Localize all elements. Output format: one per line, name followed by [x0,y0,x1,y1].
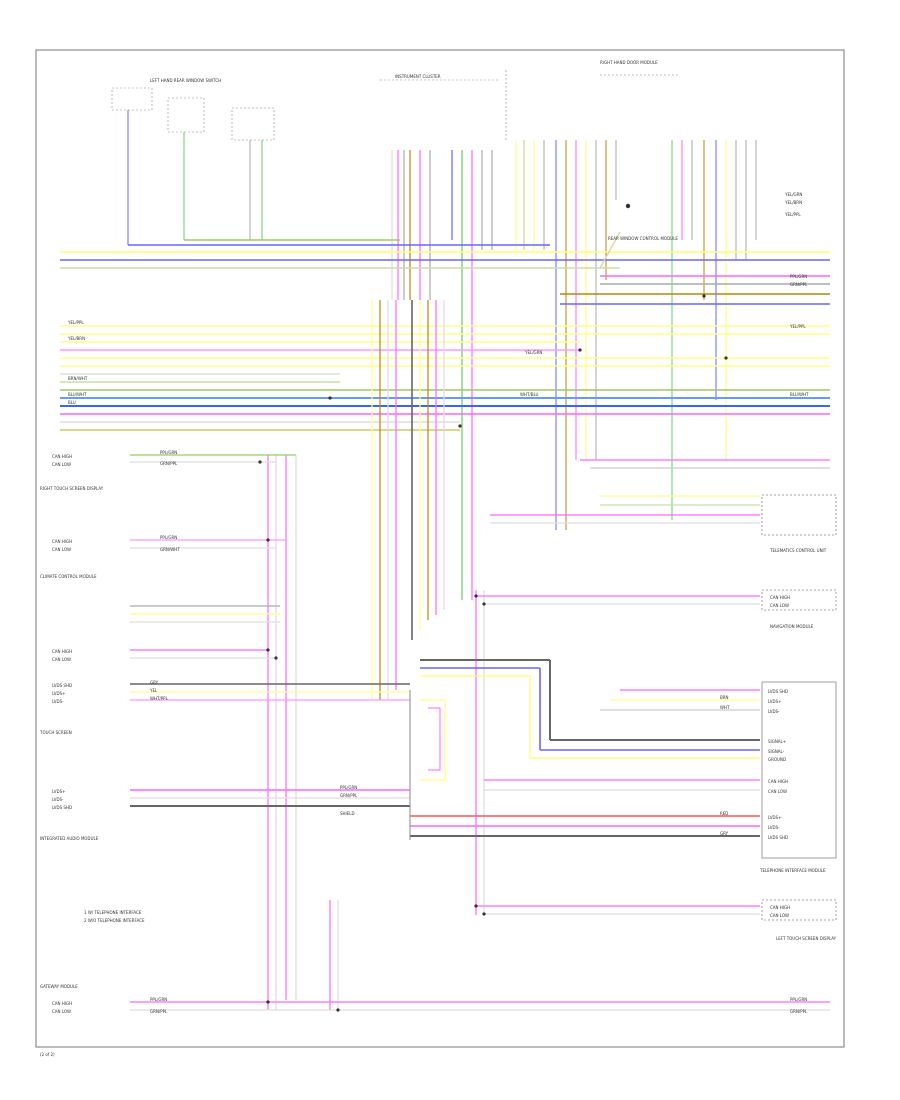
left-switch-stubs [127,110,263,245]
pin-label: CAN LOW [52,1009,71,1014]
junction-area [409,690,446,840]
label-instrument-cluster: INSTRUMENT CLUSTER [395,74,441,79]
right-module-boxes [761,494,837,921]
label-touch-screen: TOUCH SCREEN [39,730,72,735]
top-labels: RIGHT HAND DOOR MODULE INSTRUMENT CLUSTE… [150,60,658,83]
wire-label: GRN/WHT [160,547,180,552]
wire-label: PPL/GRN [790,274,807,279]
pin-label: LVDS+ [768,815,782,820]
right-module-feeds [410,459,830,915]
wire-label: PPL/GRN [160,535,177,540]
wire-label: YEL/GRN [524,350,542,355]
rh-door-pin-stubs [515,140,757,530]
pin-label: GROUND [768,757,786,762]
wire-label: GRN/PPL [790,282,808,287]
label-integrated-audio: INTEGRATED AUDIO MODULE [40,836,99,841]
label-lh-rear-window-switch: LEFT HAND REAR WINDOW SWITCH [150,78,221,83]
pin-label: CAN LOW [52,547,71,552]
wire-label: BLU/WHT [790,392,809,397]
note-1: 1 W/ TELEPHONE INTERFACE [84,910,142,915]
wire-label: PPL/GRN [160,450,177,455]
pin-label: LVDS SHD [52,683,72,688]
mid-bus-labels: YEL/PPL YEL/BRN BRN/WHT BLU/WHT BLU WHT/… [67,320,809,405]
wire-label: WHT [720,705,730,710]
pin-label: SIGNAL- [768,749,785,754]
mid-bus [60,325,830,431]
wire-label: WHT/PPL [150,696,169,701]
wire-label: GRY [150,680,159,685]
label-gateway: GATEWAY MODULE [40,984,78,989]
module-labels: RIGHT TOUCH SCREEN DISPLAY CLIMATE CONTR… [39,236,837,989]
pin-label: CAN HIGH [770,595,790,600]
label-telephone-interface: TELEPHONE INTERFACE MODULE [759,868,826,873]
wire-label: YEL/PPL [784,212,801,217]
label-telematics: TELEMATICS CONTROL UNIT [769,548,827,553]
pin-label: CAN HIGH [768,779,788,784]
pin-label: LVDS SHD [768,835,788,840]
wire-label: GRY [720,831,729,836]
pin-label: CAN HIGH [52,539,72,544]
wire-label: RED [720,811,728,816]
notes: 1 W/ TELEPHONE INTERFACE 2 W/O TELEPHONE… [40,910,145,1057]
wire-label: GRN/PPL [340,793,358,798]
pin-label: CAN HIGH [52,1001,72,1006]
pin-label: CAN LOW [770,913,789,918]
pin-label: CAN LOW [768,789,787,794]
cluster-pin-stubs [391,150,493,600]
pin-label: LVDS- [52,699,64,704]
pin-labels: CAN HIGH CAN LOW CAN HIGH CAN LOW CAN HI… [52,454,790,1014]
pin-label: LVDS- [768,709,780,714]
pin-label: SIGNAL+ [768,739,786,744]
wire-label: YEL [149,688,158,693]
wire-label: YEL/PPL [67,320,84,325]
wire-label: SHIELD [340,811,355,816]
wire-label: YEL/BRN [67,336,85,341]
pin-label: CAN HIGH [52,649,72,654]
wire-label: YEL/BRN [784,200,802,205]
diagram-border [35,49,845,1048]
pin-label: LVDS+ [768,699,782,704]
wire-label: BRN [720,695,729,700]
wire-label: BRN/WHT [68,376,88,381]
top-components [111,70,680,141]
pin-label: CAN HIGH [52,454,72,459]
vertical-trunks [267,300,485,1010]
wire-label: YEL/GRN [784,192,802,197]
pin-label: LVDS- [768,825,780,830]
wire-label: GRN/PPL [790,1009,808,1014]
label-left-touch-screen: LEFT TOUCH SCREEN DISPLAY [776,936,837,941]
wire-label: PPL/GRN [340,785,357,790]
upper-bus [60,231,830,305]
label-navigation: NAVIGATION MODULE [770,624,814,629]
wire-label: BLU [68,400,76,405]
label-rh-door-module: RIGHT HAND DOOR MODULE [600,60,658,65]
left-feed-wire-labels: PPL/GRN GRN/PPL PPL/GRN GRN/WHT GRY YEL … [149,450,808,1014]
pin-label: CAN LOW [52,657,71,662]
pin-label: LVDS+ [52,691,66,696]
note-2: 2 W/O TELEPHONE INTERFACE [84,918,145,923]
label-rear-window-ec: REAR WINDOW CONTROL MODULE [608,236,678,241]
page-footer: (2 of 2) [40,1052,55,1057]
pin-label: LVDS SHD [768,689,788,694]
wire-label: PPL/GRN [150,997,167,1002]
wire-label: GRN/PPL [160,461,178,466]
label-climate-control: CLIMATE CONTROL MODULE [40,574,97,579]
wire-label: GRN/PPL [150,1009,168,1014]
label-right-touch-screen: RIGHT TOUCH SCREEN DISPLAY [40,486,104,491]
splice-points [258,203,728,1012]
pin-label: CAN LOW [52,462,71,467]
pin-label: LVDS SHD [52,805,72,810]
pin-label: CAN HIGH [770,905,790,910]
pin-label: CAN LOW [770,603,789,608]
upper-right-pins: YEL/GRN YEL/BRN YEL/PPL PPL/GRN GRN/PPL [784,192,808,287]
left-module-feeds [130,454,830,1011]
wire-label: WHT/BLU [520,392,539,397]
wire-label: BLU/WHT [68,392,87,397]
pin-label: LVDS+ [52,789,66,794]
pin-label: LVDS- [52,797,64,802]
wire-label: PPL/GRN [790,997,807,1002]
wire-label: YEL/PPL [789,324,806,329]
